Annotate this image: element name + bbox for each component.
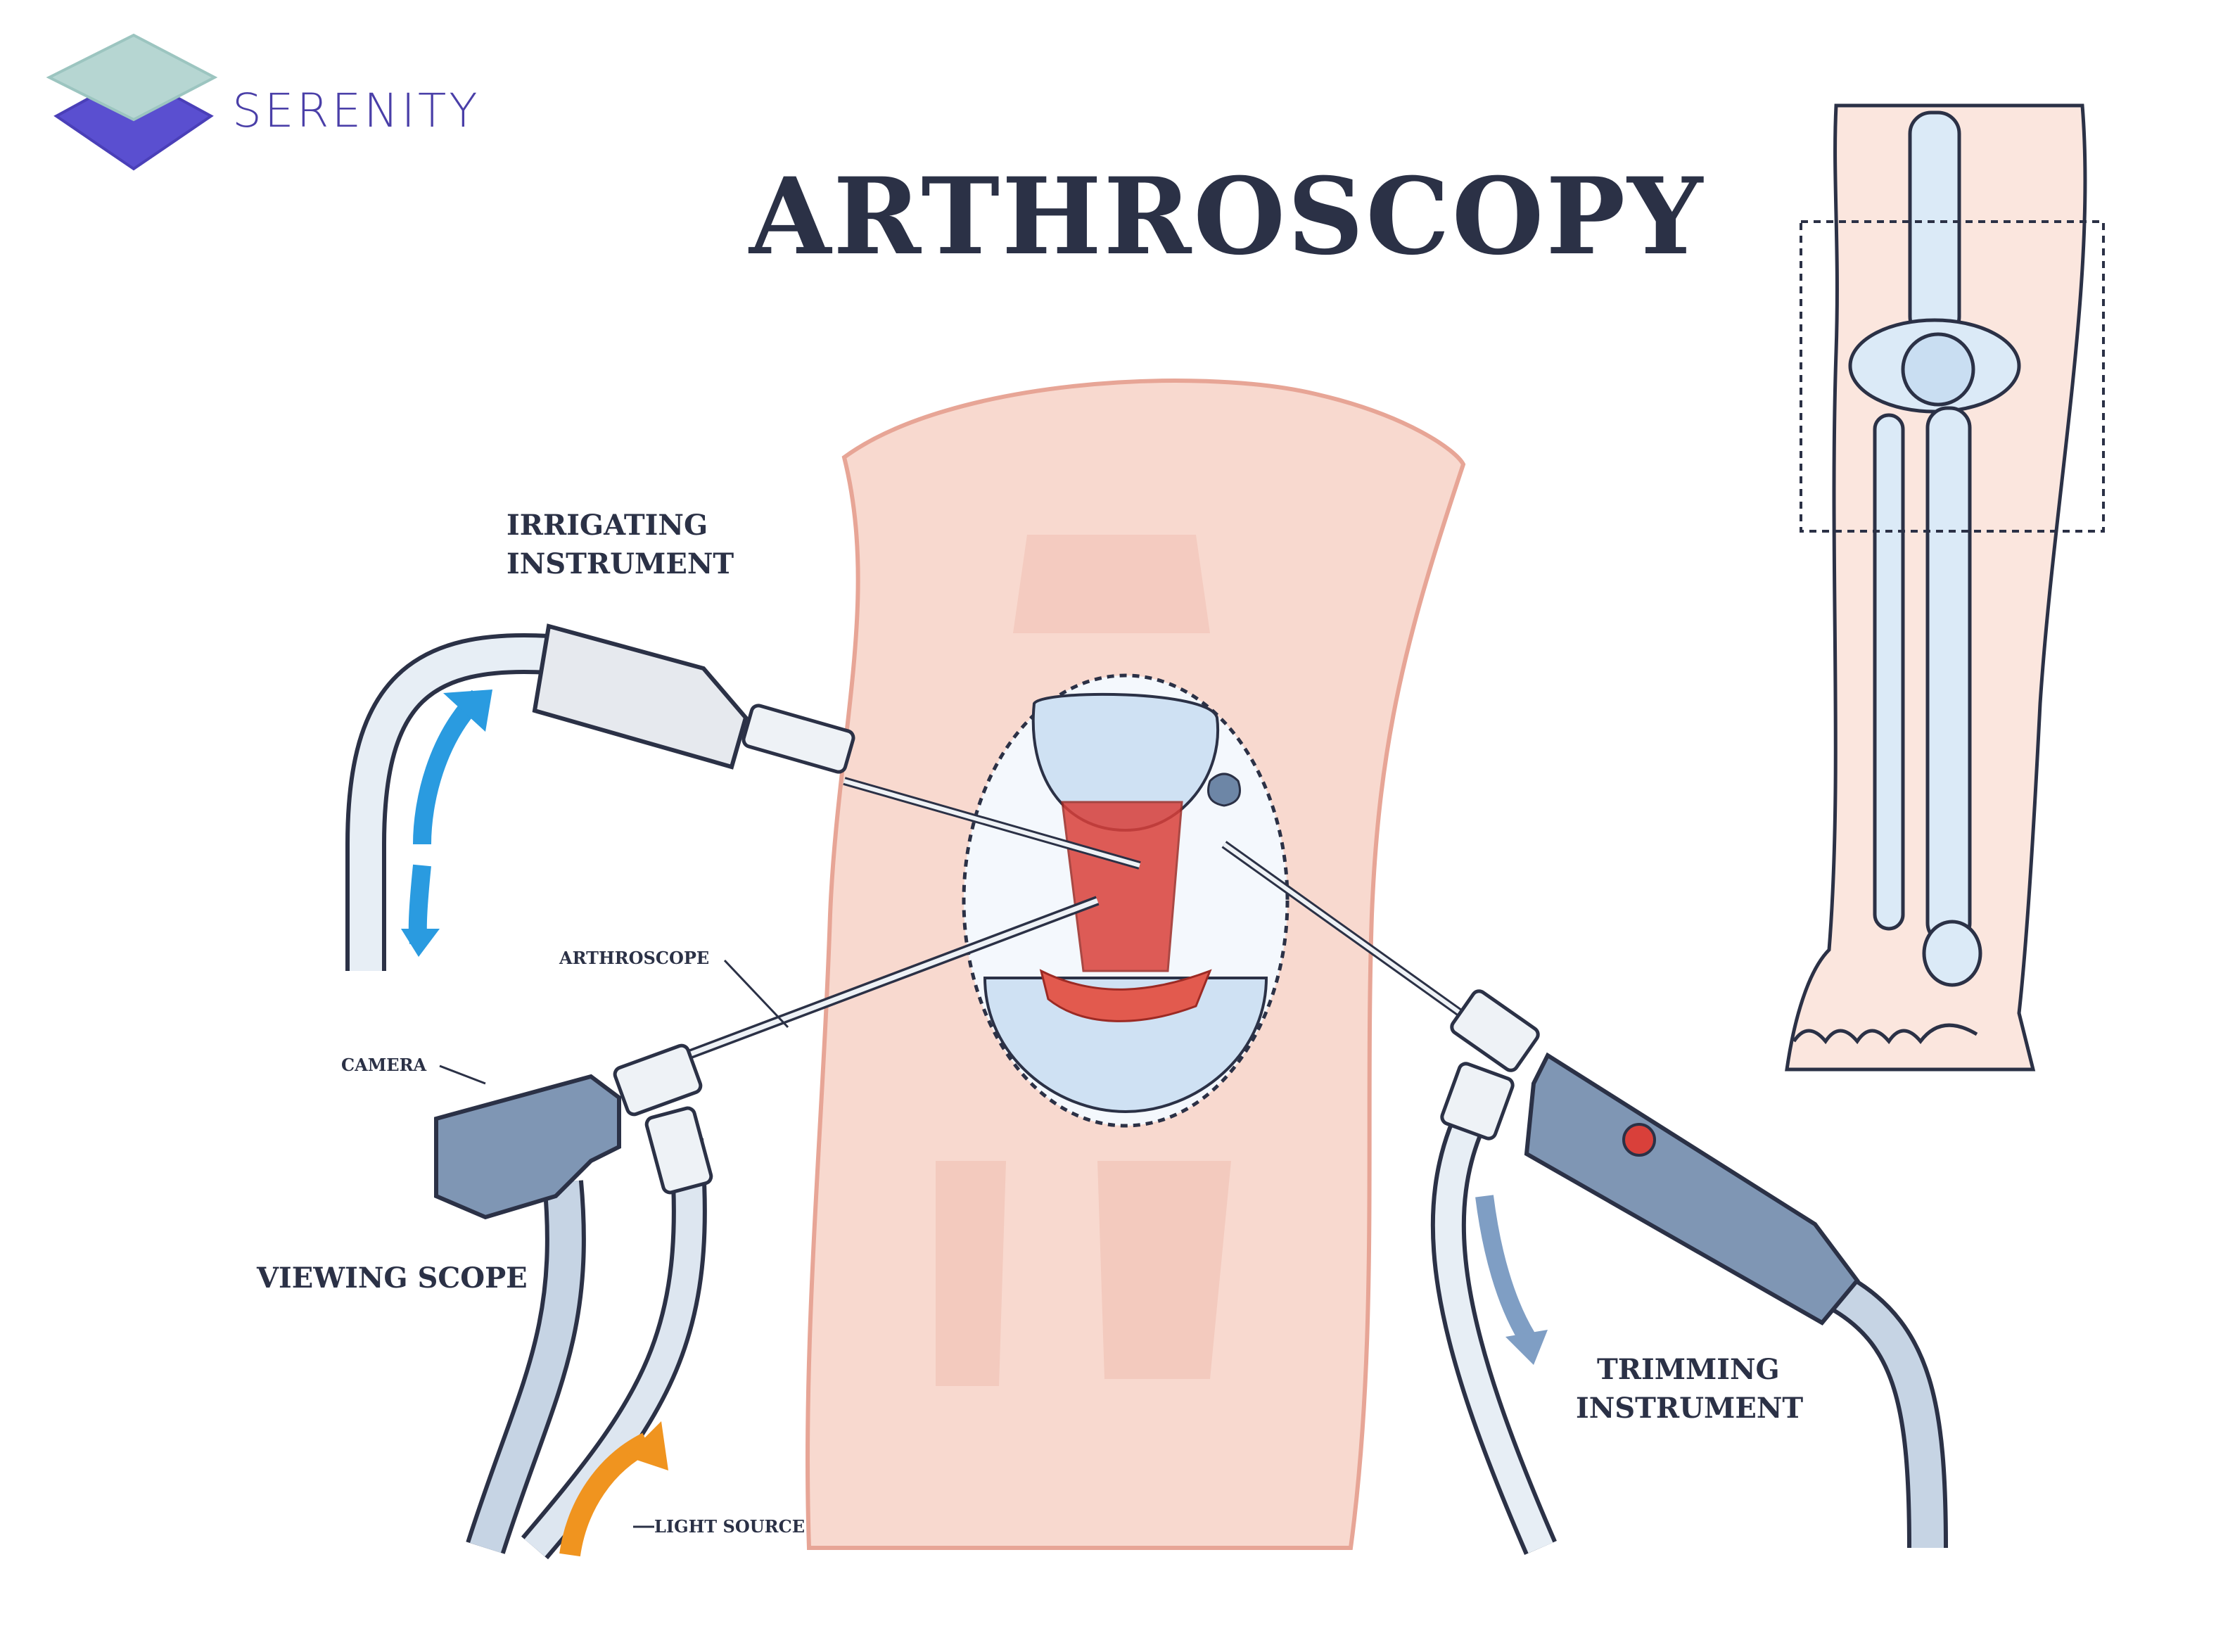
irrigation-flow-arrow — [401, 690, 492, 957]
label-arthroscope: ARTHROSCOPE — [559, 948, 709, 968]
light-source-arrow — [559, 1421, 668, 1557]
camera-body — [434, 1074, 621, 1220]
label-viewing-scope: VIEWING SCOPE — [256, 1262, 528, 1295]
meniscus-tissue — [1039, 969, 1212, 1022]
tibia-shadow-right — [1097, 1161, 1231, 1379]
scope-coupler — [613, 1043, 703, 1117]
tibial-plateau — [983, 977, 1268, 1114]
label-irrigating-line1: IRRIGATING — [507, 509, 708, 542]
label-irrigating-line2: INSTRUMENT — [507, 547, 734, 580]
label-trimming-line1: TRIMMING — [1597, 1353, 1780, 1386]
irrigating-handle — [532, 623, 749, 770]
leg-overview — [1785, 103, 2105, 1072]
patella-small — [1901, 332, 1975, 407]
knee-closeup — [805, 379, 1466, 1550]
irrigating-instrument — [532, 623, 1141, 870]
page-title: ARTHROSCOPY — [748, 155, 1705, 279]
tibia-bone — [1925, 406, 1972, 945]
ankle-bone — [1922, 920, 1982, 987]
label-camera: CAMERA — [341, 1055, 427, 1075]
trimming-flow-arrow — [1475, 1195, 1548, 1365]
label-trimming-line2: INSTRUMENT — [1576, 1392, 1803, 1425]
fibula-bone — [1873, 413, 1905, 931]
arthroscope-leader — [723, 959, 789, 1029]
trimmer-port — [1440, 1062, 1515, 1140]
trimming-left-tube — [1430, 1096, 1557, 1555]
camera-cable — [466, 1180, 586, 1554]
brand-name: SERENITY — [232, 84, 480, 138]
trimming-instrument — [1221, 841, 1860, 1326]
viewing-scope — [434, 896, 1100, 1220]
ligament-tissue — [1061, 801, 1183, 972]
trimmer-button — [1622, 1123, 1656, 1157]
femur-shadow — [1013, 535, 1210, 633]
serenity-logo — [46, 33, 218, 171]
camera-leader — [439, 1065, 486, 1085]
trimming-right-cable — [1832, 1277, 1948, 1549]
condyle-top — [1031, 692, 1220, 832]
femur-bone — [1908, 110, 1961, 340]
irrigation-tube — [345, 633, 550, 971]
cartilage-fragment — [1207, 773, 1241, 807]
toes — [1792, 1023, 1978, 1045]
trimmer-coupler — [1450, 989, 1540, 1072]
zoom-frame — [1800, 220, 2105, 533]
trimmer-handle — [1524, 1052, 1860, 1326]
label-light-source: LIGHT SOURCE — [654, 1516, 805, 1537]
tibia-shadow — [936, 1161, 1006, 1386]
light-post — [644, 1106, 713, 1195]
logo-top-layer — [46, 33, 218, 122]
